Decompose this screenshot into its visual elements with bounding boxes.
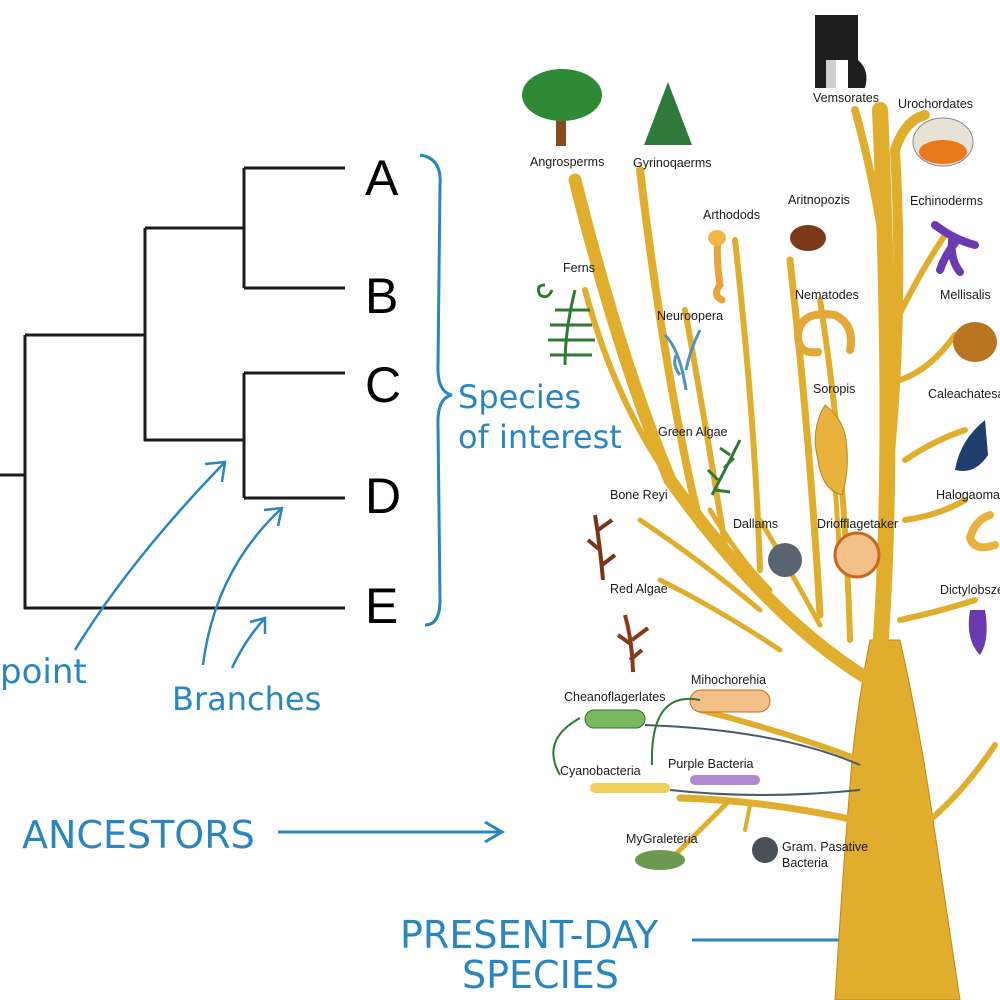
present-day-label-line2: SPECIES bbox=[462, 953, 619, 997]
label-aritnopozis: Aritnopozis bbox=[788, 193, 850, 207]
label-neuroopera: Neuroopera bbox=[657, 309, 723, 323]
red-algae-icon bbox=[616, 614, 650, 673]
branch-point-arrow bbox=[73, 461, 226, 651]
cladogram-arrows bbox=[73, 460, 284, 669]
arthropod-head-icon bbox=[708, 230, 726, 246]
label-caleachatesa: Caleachatesa bbox=[928, 387, 1000, 401]
label-nematodes: Nematodes bbox=[795, 288, 859, 302]
branches-arrow-1 bbox=[201, 507, 283, 666]
mygraleteria-icon bbox=[635, 850, 685, 870]
mihochorehia-icon bbox=[689, 689, 771, 713]
tick-icon bbox=[790, 225, 826, 251]
leaf-label-a: A bbox=[365, 150, 399, 206]
cladogram bbox=[0, 166, 345, 610]
branches-arrowhead-1 bbox=[263, 506, 284, 527]
branches-label: Branches bbox=[172, 680, 321, 718]
label-ferns: Ferns bbox=[563, 261, 595, 275]
urochordate-icon bbox=[912, 117, 974, 167]
neuroopera-icon bbox=[663, 329, 702, 391]
driofflagetaker-icon bbox=[833, 531, 881, 579]
gram-positive-icon bbox=[752, 837, 778, 863]
branch-point-arrowhead bbox=[204, 460, 227, 483]
nematode-icon bbox=[793, 310, 855, 357]
leaf-label-b: B bbox=[365, 268, 398, 324]
tree-labels: Vemsorates Urochordates Angrosperms Gyri… bbox=[530, 91, 1000, 870]
conifer-icon bbox=[644, 82, 692, 145]
angiosperm-tree-icon bbox=[522, 69, 602, 146]
branches-arrowhead-2 bbox=[249, 616, 267, 634]
caleachatesa-icon bbox=[955, 420, 988, 471]
label-urochordates: Urochordates bbox=[898, 97, 973, 111]
arthropod-icon bbox=[713, 231, 726, 304]
label-green-algae: Green Algae bbox=[658, 425, 728, 439]
node-abcd bbox=[25, 228, 244, 442]
label-driofflagetaker: Driofflagetaker bbox=[817, 517, 898, 531]
species-label-line2: of interest bbox=[458, 418, 622, 456]
label-gram-positive-line1: Gram. Pasative bbox=[782, 840, 868, 854]
leaf-label-c: C bbox=[365, 357, 401, 413]
cyanobacteria-icon bbox=[590, 783, 670, 793]
label-halogaoma: Halogaoma bbox=[936, 488, 1000, 502]
leaf-label-d: D bbox=[365, 468, 401, 524]
leaf-label-e: E bbox=[365, 578, 398, 634]
label-arthodods: Arthodods bbox=[703, 208, 760, 222]
label-vemsorates: Vemsorates bbox=[813, 91, 879, 105]
dictylobsze-icon bbox=[968, 610, 987, 655]
label-mellisalis: Mellisalis bbox=[940, 288, 991, 302]
soropis-icon bbox=[814, 404, 848, 496]
organism-illustrations bbox=[522, 15, 999, 870]
label-cheanoflagerlates: Cheanoflagerlates bbox=[564, 690, 665, 704]
present-day-arrow bbox=[692, 928, 860, 952]
vertebrate-icon bbox=[815, 15, 867, 88]
species-brace bbox=[419, 153, 453, 627]
cheanoflagellate-icon bbox=[584, 709, 646, 729]
purple-bacteria-icon bbox=[690, 775, 760, 785]
bacteria-connectors bbox=[552, 697, 861, 796]
tree-branches bbox=[568, 102, 998, 858]
label-dictylobsze: Dictylobsze bbox=[940, 583, 1000, 597]
green-algae-icon bbox=[706, 439, 742, 496]
branch-point-label: point bbox=[0, 652, 87, 692]
branches-arrow-2 bbox=[230, 617, 266, 669]
tree-of-life bbox=[834, 639, 961, 1000]
dallams-icon bbox=[768, 543, 802, 577]
tree-trunk bbox=[834, 639, 961, 1000]
echinoderm-icon bbox=[931, 221, 979, 276]
present-day-label-line1: PRESENT-DAY bbox=[400, 913, 659, 957]
ancestors-arrow bbox=[278, 820, 505, 844]
label-mihochorehia: Mihochorehia bbox=[691, 673, 766, 687]
fern-icon bbox=[536, 283, 595, 366]
label-gyrinoqaerms: Gyrinoqaerms bbox=[633, 156, 712, 170]
mellisalis-icon bbox=[953, 322, 997, 362]
label-mygraleteria: MyGraleteria bbox=[626, 832, 698, 846]
label-bone-reyi: Bone Reyi bbox=[610, 488, 668, 502]
species-label-line1: Species bbox=[458, 378, 581, 416]
branch-e bbox=[23, 335, 345, 610]
bone-reyi-icon bbox=[586, 514, 617, 581]
label-red-algae: Red Algae bbox=[610, 582, 668, 596]
label-dallams: Dallams bbox=[733, 517, 778, 531]
label-cyanobacteria: Cyanobacteria bbox=[560, 764, 641, 778]
node-ab bbox=[145, 168, 246, 288]
label-echinoderms: Echinoderms bbox=[910, 194, 983, 208]
halogaoma-icon bbox=[965, 511, 999, 552]
label-soropis: Soropis bbox=[813, 382, 855, 396]
label-angrosperms: Angrosperms bbox=[530, 155, 604, 169]
ancestors-label: ANCESTORS bbox=[22, 813, 255, 857]
label-purple-bacteria: Purple Bacteria bbox=[668, 757, 754, 771]
label-gram-positive-line2: Bacteria bbox=[782, 856, 828, 870]
